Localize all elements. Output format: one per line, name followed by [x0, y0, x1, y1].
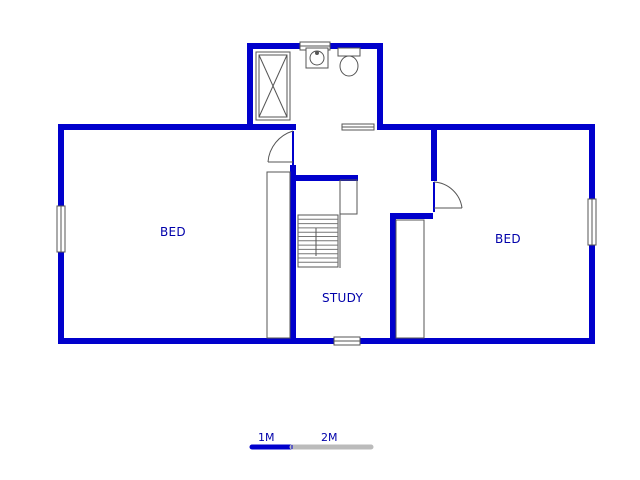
stair-landing: [340, 179, 358, 215]
interior-lines: [266, 171, 425, 339]
room-label-bed-right: BED: [495, 232, 521, 246]
scale-bar: [249, 444, 374, 450]
window-left: [56, 205, 66, 253]
window-bottom-study: [333, 336, 361, 346]
door-bed-right: [433, 181, 463, 212]
shower: [255, 51, 291, 121]
stair-treads: [298, 218, 338, 263]
scale-label-1m: 1M: [258, 431, 275, 444]
bathroom-fixtures: [255, 47, 361, 121]
room-label-bed-left: BED: [160, 225, 186, 239]
cupboard-right: [395, 219, 425, 339]
staircase: [297, 214, 339, 268]
scale-label-2m: 2M: [321, 431, 338, 444]
toilet: [337, 47, 361, 77]
room-label-study: STUDY: [322, 291, 364, 305]
outer-wall: [58, 43, 595, 344]
basin: [305, 47, 329, 69]
windows: [56, 41, 597, 346]
doors: [267, 123, 463, 212]
walls: [58, 43, 595, 344]
door-bathroom-sliding: [341, 123, 375, 131]
door-bed-left: [267, 130, 294, 166]
window-right: [587, 198, 597, 246]
cupboard-left: [266, 171, 291, 339]
